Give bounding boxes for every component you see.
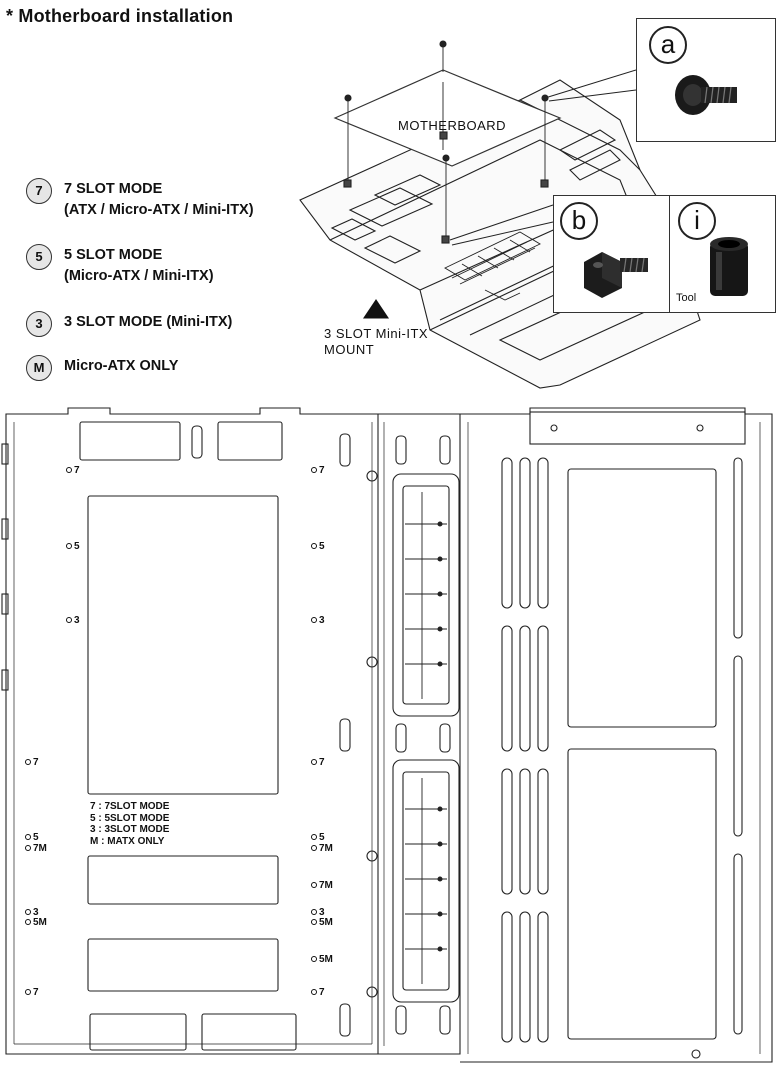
screw-icon bbox=[675, 75, 737, 115]
tool-label: Tool bbox=[676, 292, 697, 304]
marker-5: 5 bbox=[25, 832, 39, 843]
marker-5m: 5M bbox=[25, 917, 47, 928]
marker-7: 7 bbox=[311, 465, 325, 476]
marker-5m: 5M bbox=[311, 917, 333, 928]
marker-5: 5 bbox=[66, 541, 80, 552]
legend-text: Micro-ATX ONLY bbox=[64, 358, 179, 374]
callout-screw-a: a bbox=[636, 18, 776, 142]
legend-text: 7 SLOT MODE(ATX / Micro-ATX / Mini-ITX) bbox=[64, 181, 254, 218]
marker-7: 7 bbox=[25, 987, 39, 998]
marker-3: 3 bbox=[66, 615, 80, 626]
marker-7: 7 bbox=[66, 465, 80, 476]
callout-letter-i: i bbox=[678, 202, 716, 240]
legend-badge: 7 bbox=[26, 178, 52, 204]
legend-text: 3 SLOT MODE (Mini-ITX) bbox=[64, 314, 233, 330]
marker-7m: 7M bbox=[311, 880, 333, 891]
marker-3: 3 bbox=[311, 615, 325, 626]
callout-letter-b: b bbox=[560, 202, 598, 240]
marker-3: 3 bbox=[25, 907, 39, 918]
motherboard-label: MOTHERBOARD bbox=[398, 118, 507, 133]
mode-key-note: 7 : 7SLOT MODE 5 : 5SLOT MODE 3 : 3SLOT … bbox=[90, 801, 170, 847]
standoff-icon bbox=[584, 252, 648, 298]
marker-5: 5 bbox=[311, 832, 325, 843]
page-title: * Motherboard installation bbox=[6, 6, 234, 26]
marker-7m: 7M bbox=[25, 843, 47, 854]
marker-5m: 5M bbox=[311, 954, 333, 965]
marker-7: 7 bbox=[311, 757, 325, 768]
marker-3: 3 bbox=[311, 907, 325, 918]
legend-badge: 3 bbox=[26, 311, 52, 337]
marker-5: 5 bbox=[311, 541, 325, 552]
marker-7: 7 bbox=[25, 757, 39, 768]
marker-7m: 7M bbox=[311, 843, 333, 854]
callout-standoff-b: b bbox=[553, 195, 671, 313]
legend-text: 5 SLOT MODE(Micro-ATX / Mini-ITX) bbox=[64, 247, 214, 284]
marker-7: 7 bbox=[311, 987, 325, 998]
callout-tool-i: i Tool bbox=[669, 195, 776, 313]
callout-letter-a: a bbox=[649, 26, 687, 64]
motherboard-tray-panel-diagram bbox=[1, 407, 773, 1063]
socket-tool-icon bbox=[710, 237, 748, 296]
legend-badge: 5 bbox=[26, 244, 52, 270]
legend-badge: M bbox=[26, 355, 52, 381]
